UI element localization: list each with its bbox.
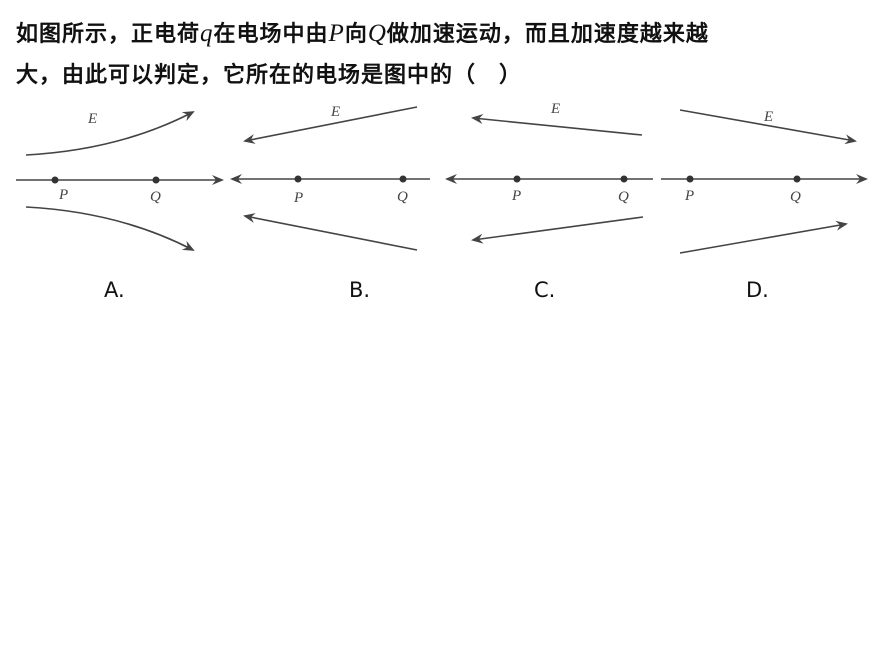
field-line-a-bottom xyxy=(25,206,195,251)
p-label: P xyxy=(293,190,303,206)
option-a-label[interactable]: A. xyxy=(104,278,125,302)
point-p-dot xyxy=(686,175,694,183)
question-text: 向 xyxy=(344,21,368,47)
field-line-b-top xyxy=(243,106,418,144)
point-q-dot xyxy=(399,175,407,183)
field-line-c-top xyxy=(471,114,643,136)
question-line-1: 如图所示，正电荷q在电场中由P向Q做加速运动，而且加速度越来越 xyxy=(16,16,709,48)
field-line-d-bottom xyxy=(679,220,848,254)
option-b-label[interactable]: B. xyxy=(349,278,370,302)
point-p-dot xyxy=(513,175,521,183)
q-label: Q xyxy=(150,189,161,205)
p-label: P xyxy=(511,188,521,204)
point-p-dot xyxy=(294,175,302,183)
question-text: 在电场中由 xyxy=(213,21,329,47)
point-q-dot xyxy=(152,176,160,184)
question-text: 做加速运动，而且加速度越来越 xyxy=(386,21,709,47)
point-q-dot xyxy=(793,175,801,183)
field-line-b-bottom xyxy=(243,213,418,251)
field-line-d-top xyxy=(679,109,857,145)
option-c-label[interactable]: C. xyxy=(534,278,555,302)
point-p-dot xyxy=(51,176,59,184)
point-q-dot xyxy=(620,175,628,183)
p-label: P xyxy=(684,188,694,204)
q-label: Q xyxy=(618,189,629,205)
q-label: Q xyxy=(397,189,408,205)
option-d-label[interactable]: D. xyxy=(746,278,769,302)
field-label: E xyxy=(550,101,560,117)
field-line-c-bottom xyxy=(471,216,644,244)
point-p-variable: P xyxy=(328,20,345,47)
question-line-2: 大，由此可以判定，它所在的电场是图中的（ ） xyxy=(16,62,523,88)
point-q-variable: Q xyxy=(367,20,387,47)
field-label: E xyxy=(87,111,97,127)
field-label: E xyxy=(763,109,773,125)
q-label: Q xyxy=(790,189,801,205)
p-label: P xyxy=(58,187,68,203)
field-line-a-top xyxy=(25,111,195,156)
charge-variable: q xyxy=(200,20,214,47)
question-text: 如图所示，正电荷 xyxy=(16,21,201,47)
field-label: E xyxy=(330,104,340,120)
